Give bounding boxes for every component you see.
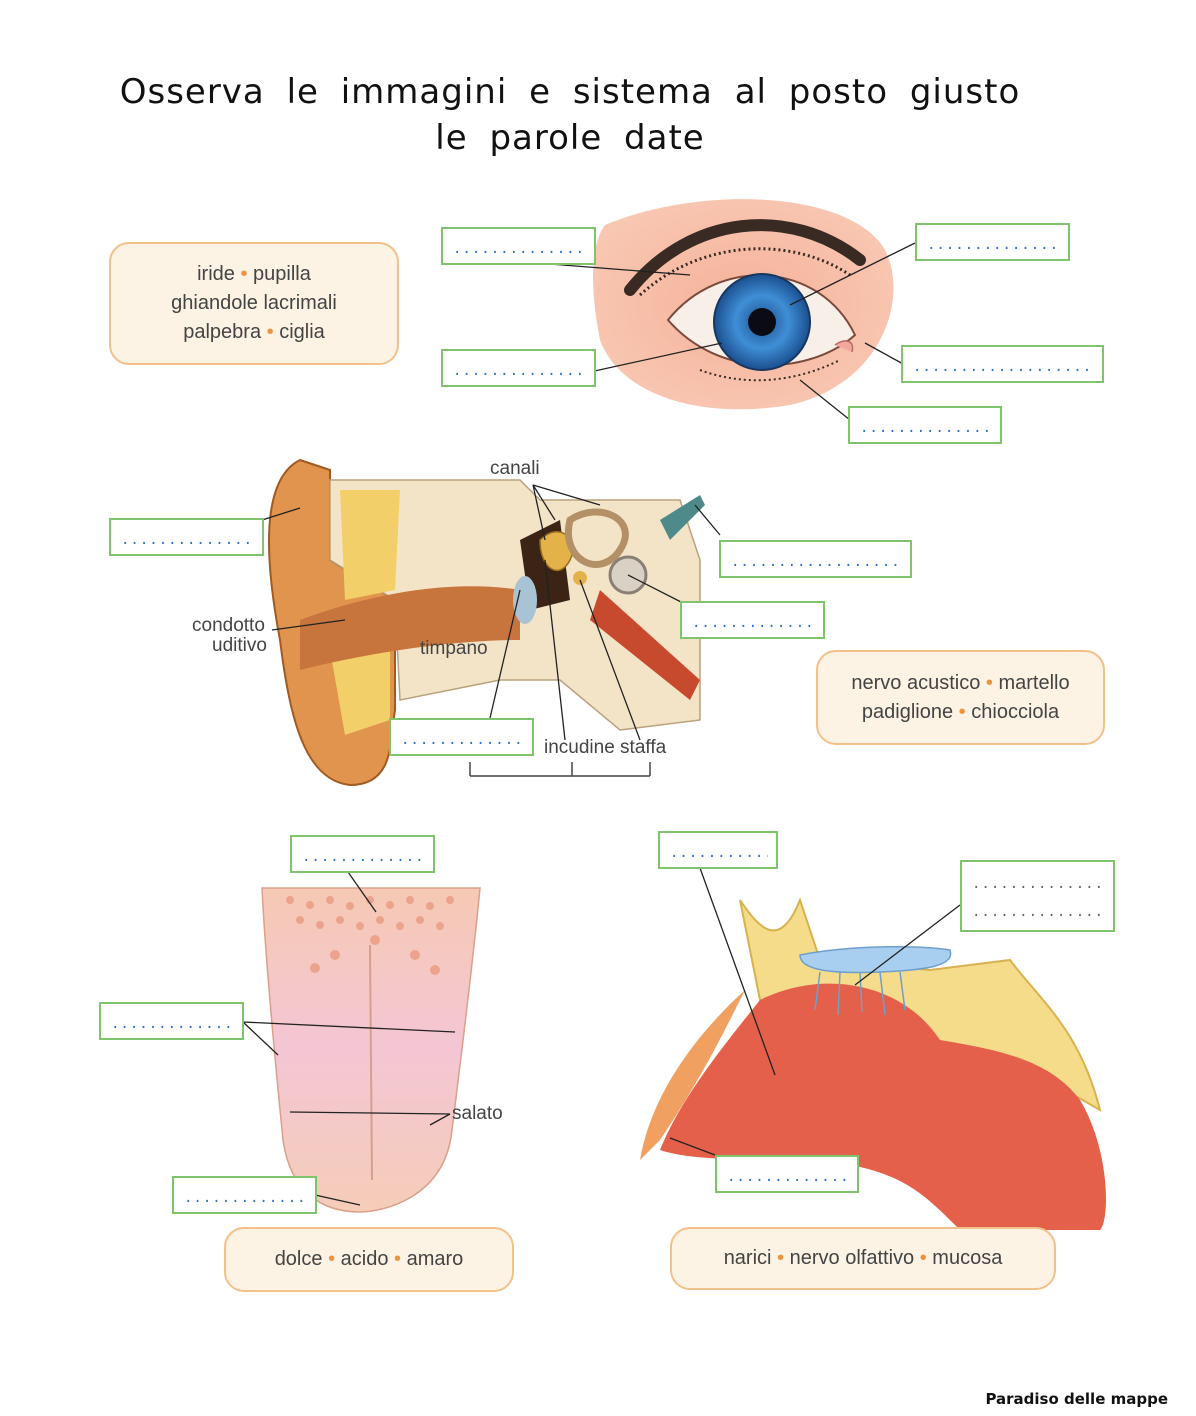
word-acido: acido: [340, 1248, 389, 1270]
tongue-answer-box-1[interactable]: .....................: [290, 835, 435, 873]
nose-answer-box-2[interactable]: .........................: [715, 1155, 859, 1193]
tongue-answer-box-3[interactable]: .....................: [172, 1176, 317, 1214]
word-palpebra: palpebra: [183, 321, 262, 343]
eye-answer-box-5[interactable]: .....................: [848, 406, 1002, 444]
nose-illustration: [640, 867, 1106, 1230]
word-martello: martello: [998, 671, 1070, 694]
word-mucosa: mucosa: [932, 1247, 1003, 1269]
nose-answer-box-3[interactable]: .................... ...................…: [960, 860, 1115, 932]
nose-answer-box-1[interactable]: ................: [658, 831, 778, 869]
tongue-illustration: [242, 871, 481, 1213]
word-narici: narici: [723, 1247, 772, 1269]
word-dolce: dolce: [274, 1248, 323, 1270]
title-line-1: Osserva le immagini e sistema al posto g…: [119, 72, 1021, 112]
ear-illustration: [261, 458, 721, 787]
eye-answer-box-2[interactable]: .....................: [915, 223, 1070, 261]
ear-answer-box-3[interactable]: .......................: [680, 601, 825, 639]
ear-answer-box-2[interactable]: ..............................: [719, 540, 912, 578]
ear-answer-box-1[interactable]: .....................: [109, 518, 264, 556]
word-iride: iride: [197, 263, 235, 285]
eye-answer-box-3[interactable]: .....................: [441, 349, 596, 387]
word-ghiandole-lacrimali: ghiandole lacrimali: [171, 292, 337, 314]
credit-text: Paradiso delle mappe: [985, 1390, 1168, 1408]
word-nervo-acustico: nervo acustico: [851, 671, 981, 694]
label-salato: salato: [452, 1103, 503, 1124]
word-chiocciola: chiocciola: [971, 700, 1060, 723]
eye-word-box: iride • pupilla ghiandole lacrimali palp…: [109, 242, 399, 365]
label-condotto: condotto: [192, 615, 265, 636]
word-pupilla: pupilla: [253, 263, 311, 285]
label-canali: canali: [490, 458, 540, 479]
eye-answer-box-1[interactable]: .....................: [441, 227, 596, 265]
ear-answer-box-4[interactable]: .....................: [389, 718, 534, 756]
label-uditivo: uditivo: [212, 635, 267, 656]
word-amaro: amaro: [406, 1248, 464, 1270]
title-line-2: le parole date: [435, 118, 705, 158]
tongue-word-box: dolce • acido • amaro: [224, 1227, 514, 1292]
ear-word-box: nervo acustico • martello padiglione • c…: [816, 650, 1105, 745]
word-ciglia: ciglia: [279, 321, 325, 343]
tongue-answer-box-2[interactable]: .....................: [99, 1002, 244, 1040]
eye-answer-box-4[interactable]: ................................: [901, 345, 1104, 383]
word-nervo-olfattivo: nervo olfattivo: [789, 1247, 915, 1269]
word-padiglione: padiglione: [861, 700, 954, 723]
label-incudine-staffa: incudine staffa: [544, 737, 667, 758]
eye-illustration: [536, 199, 916, 421]
label-timpano: timpano: [420, 638, 488, 659]
nose-word-box: narici • nervo olfattivo • mucosa: [670, 1227, 1056, 1290]
